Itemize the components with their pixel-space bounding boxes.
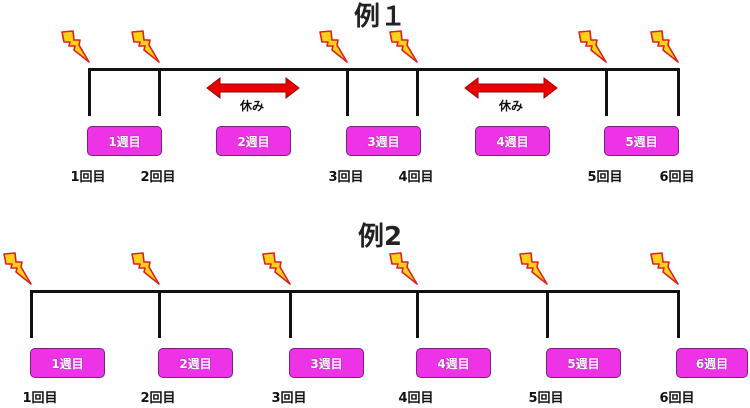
example2-title: 例2: [357, 222, 403, 252]
count-label: 4回目: [398, 170, 434, 185]
example2-timeline: [30, 290, 680, 293]
double-headed-arrow-icon: [206, 76, 300, 100]
lightning-bolt-icon: [650, 30, 679, 63]
double-headed-arrow-icon: [464, 76, 558, 100]
week-box: 1週目: [87, 126, 162, 156]
lightning-bolt-icon: [389, 30, 418, 63]
example2-tick: [677, 290, 680, 338]
count-label: 1回目: [22, 391, 58, 406]
week-box: 2週目: [216, 126, 291, 156]
example1-tick: [677, 68, 680, 116]
example2-tick: [289, 290, 292, 338]
lightning-bolt-icon: [578, 30, 607, 63]
count-label: 4回目: [398, 391, 434, 406]
lightning-bolt-icon: [650, 252, 679, 285]
example1-tick: [346, 68, 349, 116]
lightning-bolt-icon: [519, 252, 548, 285]
count-label: 1回目: [70, 170, 106, 185]
week-box: 2週目: [158, 348, 233, 378]
lightning-bolt-icon: [131, 252, 160, 285]
rest-label: 休み: [498, 99, 524, 113]
week-box: 6週目: [676, 348, 748, 378]
count-label: 5回目: [587, 170, 623, 185]
example2-tick: [416, 290, 419, 338]
week-box: 4週目: [416, 348, 491, 378]
example1-tick: [416, 68, 419, 116]
lightning-bolt-icon: [262, 252, 291, 285]
week-box: 5週目: [604, 126, 679, 156]
lightning-bolt-icon: [389, 252, 418, 285]
count-label: 2回目: [140, 170, 176, 185]
rest-label: 休み: [239, 99, 265, 113]
example1-tick: [88, 68, 91, 116]
lightning-bolt-icon: [319, 30, 348, 63]
example1-title: 例１: [353, 2, 407, 32]
example2-tick: [546, 290, 549, 338]
week-box: 4週目: [475, 126, 550, 156]
count-label: 5回目: [528, 391, 564, 406]
lightning-bolt-icon: [131, 30, 160, 63]
example1-tick: [605, 68, 608, 116]
count-label: 3回目: [271, 391, 307, 406]
count-label: 3回目: [328, 170, 364, 185]
example1-timeline: [88, 68, 680, 71]
week-box: 3週目: [346, 126, 421, 156]
count-label: 6回目: [659, 391, 695, 406]
lightning-bolt-icon: [61, 30, 90, 63]
week-box: 3週目: [289, 348, 364, 378]
example2-tick: [158, 290, 161, 338]
example2-tick: [30, 290, 33, 338]
week-box: 5週目: [546, 348, 621, 378]
count-label: 2回目: [140, 391, 176, 406]
lightning-bolt-icon: [3, 252, 32, 285]
count-label: 6回目: [659, 170, 695, 185]
example1-tick: [158, 68, 161, 116]
week-box: 1週目: [30, 348, 105, 378]
